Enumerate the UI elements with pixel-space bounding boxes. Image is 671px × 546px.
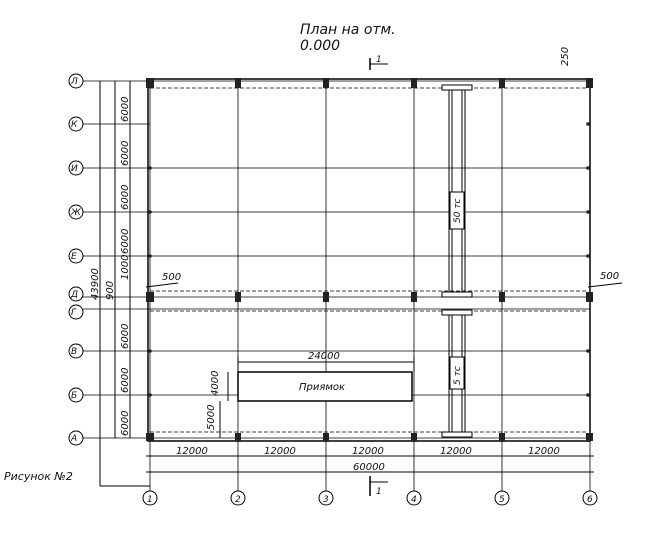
svg-text:12000: 12000 [176, 446, 208, 457]
svg-text:Д: Д [70, 290, 78, 300]
section-mark-top: 1 [369, 55, 388, 70]
column-axis-markers: 1 2 3 4 5 6 [142, 490, 598, 506]
svg-text:6: 6 [587, 495, 593, 505]
svg-text:Ж: Ж [70, 208, 81, 218]
figure-caption: Рисунок №2 [4, 470, 73, 483]
plan-title: План на отм. [300, 22, 396, 38]
pit-length: 24000 [308, 351, 340, 362]
svg-text:12000: 12000 [352, 446, 384, 457]
crane-5t: 5 тс [441, 309, 473, 438]
svg-text:12000: 12000 [264, 446, 296, 457]
svg-text:3: 3 [323, 495, 329, 505]
svg-text:Л: Л [70, 77, 78, 87]
column-dimensions: 12000 12000 12000 12000 12000 60000 [146, 446, 594, 473]
crane-rails [150, 87, 588, 433]
svg-text:6000: 6000 [120, 368, 131, 393]
pit-width: 4000 [210, 371, 221, 396]
svg-text:Б: Б [71, 391, 77, 401]
plan-elevation: 0.000 [300, 38, 340, 54]
section-mark-bottom: 1 [369, 476, 388, 497]
svg-text:1000: 1000 [120, 255, 131, 280]
svg-text:Г: Г [71, 308, 77, 318]
offset-top: 250 [560, 47, 571, 66]
col-total-dim: 60000 [353, 462, 385, 473]
svg-text:6000: 6000 [120, 324, 131, 349]
svg-text:К: К [71, 120, 78, 130]
column-posts [146, 78, 593, 441]
offset-right: 500 [600, 271, 619, 282]
svg-text:А: А [70, 434, 77, 444]
column-grid-lines [149, 80, 591, 495]
svg-text:6000: 6000 [120, 97, 131, 122]
row-grid-lines [82, 80, 590, 439]
pit-label: Приямок [299, 382, 345, 393]
svg-text:6000: 6000 [120, 229, 131, 254]
svg-text:И: И [71, 164, 78, 174]
crane-5t-label: 5 тс [453, 366, 463, 385]
svg-text:6000: 6000 [120, 411, 131, 436]
svg-text:1: 1 [147, 495, 153, 505]
svg-text:12000: 12000 [440, 446, 472, 457]
svg-text:6000: 6000 [120, 185, 131, 210]
row-dimensions: 6000 6000 6000 6000 1000 6000 6000 6000 … [90, 81, 131, 486]
row-total-dim: 43900 [90, 268, 101, 300]
svg-text:1: 1 [376, 487, 382, 497]
offset-left: 500 [162, 272, 181, 283]
svg-text:1: 1 [376, 55, 382, 65]
pit: Приямок 24000 4000 5000 [206, 351, 415, 438]
svg-text:6000: 6000 [120, 141, 131, 166]
row-gap-dim: 900 [105, 281, 116, 300]
svg-text:5: 5 [499, 495, 505, 505]
svg-text:2: 2 [235, 495, 241, 505]
svg-text:12000: 12000 [528, 446, 560, 457]
svg-text:4: 4 [411, 495, 417, 505]
svg-text:В: В [71, 347, 77, 357]
crane-50t: 50 тс [441, 84, 473, 298]
row-axis-markers: А Б В Г Д Е Ж И К Л [68, 73, 84, 446]
pit-offset: 5000 [206, 405, 217, 430]
svg-text:Е: Е [71, 252, 77, 262]
crane-50t-label: 50 тс [453, 198, 463, 223]
